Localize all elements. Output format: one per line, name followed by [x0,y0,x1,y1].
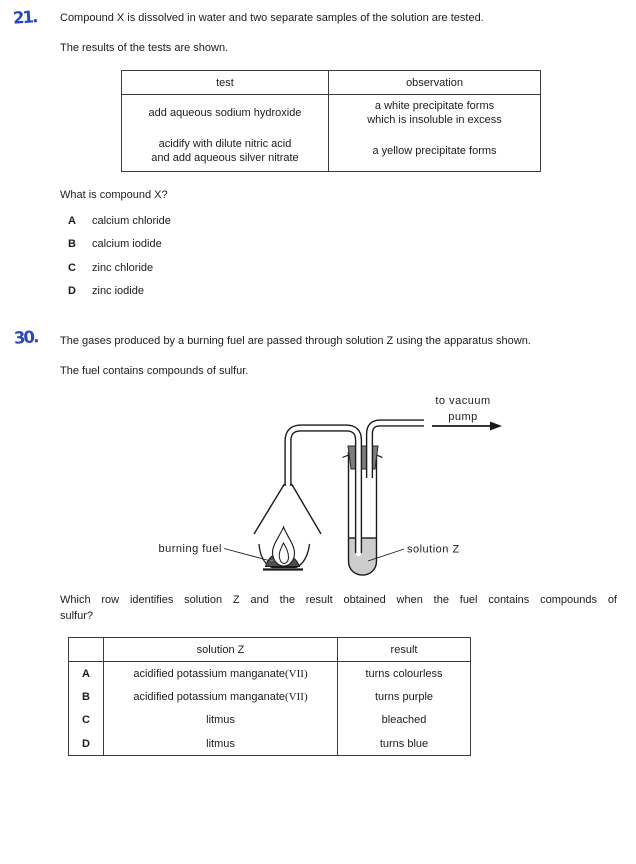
row-letter: D [82,737,90,750]
vacuum-arrow-head [490,421,502,431]
row-letter: B [82,690,90,703]
question-number-21: 21. [12,7,37,28]
answers-table-header-row: solution Z result [68,637,471,662]
test-cell: add aqueous sodium hydroxide [122,95,329,133]
table-row: A acidified potassium manganate(VII) tur… [69,661,471,685]
q30-question-text: Which row identifies solution Z and the … [60,592,617,624]
burning-fuel-label: burning fuel [159,543,223,555]
tube-rim-tick [342,454,349,459]
q30-note-text: The fuel contains compounds of sulfur. [60,365,249,377]
option-text: zinc chloride [92,262,154,274]
solution-text: litmus [206,737,235,750]
option-letter: B [68,238,76,250]
option-text: zinc iodide [92,285,144,297]
table-row: D litmus turns blue [69,732,471,756]
test-line: add aqueous sodium hydroxide [148,107,302,119]
inlet-tube-bore [285,425,361,556]
option-text: calcium chloride [92,215,171,227]
q30-intro-text: The gases produced by a burning fuel are… [60,335,531,347]
solution-cell: litmus [103,708,338,732]
tube-rim-tick [376,454,383,459]
test-tube [347,452,378,576]
to-vacuum-pump-label-line1: to vacuum [435,395,490,407]
table-row: C litmus bleached [69,708,471,732]
row-letter: C [82,714,90,727]
observation-line: a white precipitate forms [374,100,495,113]
to-vacuum-pump-label-line2: pump [448,411,478,423]
option-letter: A [68,215,76,227]
option-text: calcium iodide [92,238,162,250]
outlet-tube-bore [367,420,427,481]
solution-liquid [349,538,376,575]
stopper-bung [347,445,379,470]
results-header-observation: observation [328,70,541,95]
funnel-left-wall [253,483,285,535]
evaporating-dish [258,543,311,569]
test-line: and add aqueous silver nitrate [151,151,299,164]
row-letter: A [82,667,90,680]
results-header-test: test [121,70,329,95]
q30-question-line2: sulfur? [60,610,94,622]
solution-cell: acidified potassium manganate(VII) [103,661,338,685]
answers-table: solution Z result A acidified potassium … [68,637,471,756]
solution-cell: litmus [103,732,338,756]
observation-cell: a yellow precipitate forms [328,132,541,172]
results-table: test observation add aqueous sodium hydr… [121,70,541,172]
option-letter: C [68,262,76,274]
q21-note-text: The results of the tests are shown. [60,42,229,54]
results-table-header-row: test observation [121,70,541,95]
solution-text: acidified potassium manganate [133,667,286,680]
observation-line: which is insoluble in excess [367,113,502,126]
answers-header-result: result [337,637,471,662]
funnel-right-wall [290,483,322,535]
flame-inner [278,541,290,565]
solution-roman-numeral: (VII) [285,690,308,703]
q21-question-text: What is compound X? [60,189,168,201]
solution-text: litmus [206,714,235,727]
result-cell: turns blue [337,732,471,756]
answers-header-blank [68,637,104,662]
test-line: acidify with dilute nitric acid [158,138,292,151]
solution-roman-numeral: (VII) [285,667,308,680]
answers-header-solution: solution Z [103,637,338,662]
option-letter: D [68,285,76,297]
solution-z-leader-line [367,548,405,562]
solution-z-label: solution Z [407,544,460,556]
apparatus-diagram: to vacuum pump burning fuel solution Z [159,395,502,576]
table-row: add aqueous sodium hydroxide a white pre… [122,94,541,133]
test-cell: acidify with dilute nitric acid and add … [122,133,329,172]
table-row: B acidified potassium manganate(VII) tur… [69,685,471,709]
q21-intro-text: Compound X is dissolved in water and two… [60,12,484,24]
solution-cell: acidified potassium manganate(VII) [103,685,338,709]
result-cell: bleached [337,708,471,732]
observation-line: a yellow precipitate forms [372,145,497,157]
table-row: acidify with dilute nitric acid and add … [122,132,541,172]
q30-question-line1: Which row identifies solution Z and the … [60,594,617,606]
burning-fuel-leader-line [223,548,270,561]
observation-cell: a white precipitate forms which is insol… [328,94,541,133]
solution-text: acidified potassium manganate [133,690,286,703]
result-cell: turns colourless [337,661,471,685]
result-cell: turns purple [337,685,471,709]
question-number-30: 30. [13,327,38,348]
